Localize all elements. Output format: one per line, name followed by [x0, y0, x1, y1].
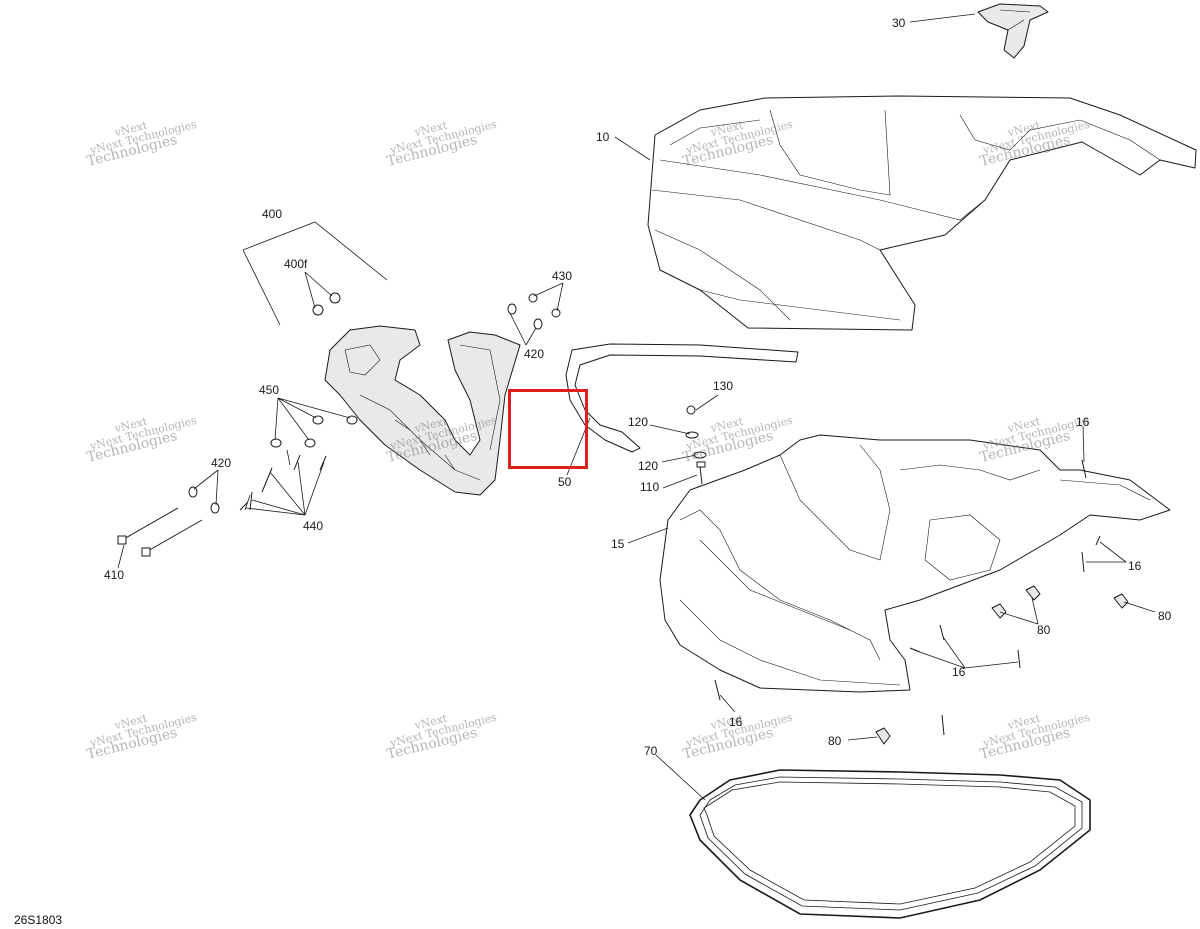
diagram-reference-code: 26S1803 [14, 913, 63, 927]
part-400-hinge-assembly[interactable] [324, 325, 521, 496]
callout-400f[interactable]: 400f [284, 257, 308, 271]
callout-420-upper[interactable]: 420 [524, 347, 545, 361]
callout-16-top[interactable]: 16 [1076, 415, 1090, 429]
part-15-storage-tub[interactable] [659, 434, 1171, 693]
callout-80-middle[interactable]: 80 [1037, 623, 1051, 637]
callout-10[interactable]: 10 [596, 130, 610, 144]
part-30-clip[interactable] [977, 3, 1049, 59]
fastener-400f[interactable] [312, 292, 341, 316]
leader-lines [117, 13, 1156, 801]
bolt-440[interactable] [239, 449, 327, 511]
selected-part-highlight [508, 389, 588, 469]
callout-130[interactable]: 130 [713, 379, 734, 393]
fastener-130[interactable] [686, 405, 696, 415]
callout-110[interactable]: 110 [640, 480, 660, 494]
callout-80-bottom[interactable]: 80 [828, 734, 842, 748]
callout-450[interactable]: 450 [259, 383, 280, 397]
callout-120-lower[interactable]: 120 [638, 459, 659, 473]
washer-120[interactable] [685, 431, 707, 459]
callout-80-right[interactable]: 80 [1158, 609, 1172, 623]
screw-110[interactable] [696, 461, 706, 485]
washer-420a[interactable] [507, 303, 543, 330]
callout-30[interactable]: 30 [892, 16, 906, 30]
callout-70[interactable]: 70 [644, 744, 658, 758]
callout-400[interactable]: 400 [262, 207, 283, 221]
clips-80[interactable] [875, 585, 1129, 745]
callout-440[interactable]: 440 [303, 519, 324, 533]
callout-50[interactable]: 50 [558, 475, 572, 489]
washer-420b[interactable] [188, 486, 220, 514]
callout-16-middle[interactable]: 16 [952, 665, 966, 679]
callout-16-bottom[interactable]: 16 [729, 715, 743, 729]
part-50-trim-strip[interactable] [565, 343, 799, 453]
callout-15[interactable]: 15 [611, 537, 625, 551]
fastener-430[interactable] [528, 293, 561, 318]
callout-120-upper[interactable]: 120 [628, 415, 649, 429]
callout-16-right[interactable]: 16 [1128, 559, 1142, 573]
bolt-410[interactable] [117, 507, 203, 557]
callout-410[interactable]: 410 [104, 568, 125, 582]
callout-430[interactable]: 430 [552, 269, 573, 283]
washer-450[interactable] [270, 415, 358, 448]
part-10-upper-cover[interactable] [647, 95, 1197, 331]
callout-420-lower[interactable]: 420 [211, 456, 232, 470]
part-70-seal[interactable] [689, 769, 1091, 919]
